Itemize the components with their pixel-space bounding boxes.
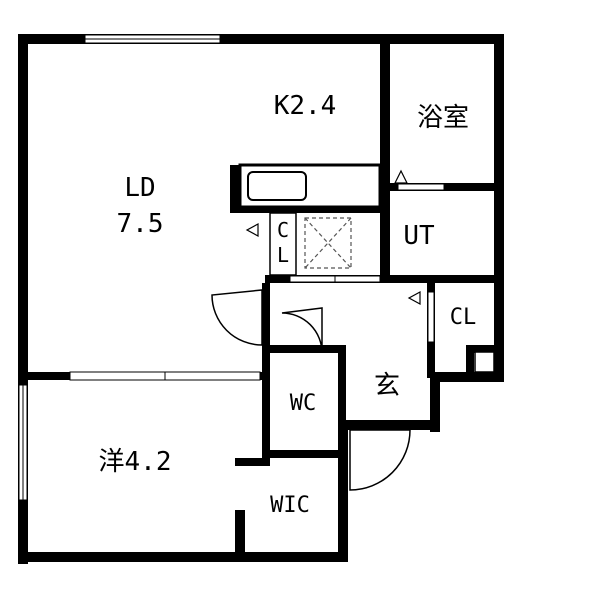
wall-hall-left bbox=[262, 283, 270, 458]
toilet-label: WC bbox=[289, 391, 317, 416]
marker-ut bbox=[394, 169, 408, 184]
storage-box bbox=[474, 351, 495, 373]
door-ld bbox=[211, 289, 263, 346]
wic-label: WIC bbox=[270, 493, 310, 518]
entrance-label: 玄 bbox=[373, 371, 401, 401]
western-room-label: 洋4.2 bbox=[98, 447, 172, 477]
washer-pan bbox=[304, 217, 352, 269]
wall-right bbox=[494, 34, 504, 382]
wall-wic-stub bbox=[235, 510, 245, 562]
door-entrance bbox=[349, 429, 411, 491]
wall-ut-left bbox=[380, 183, 390, 278]
bath-label: 浴室 bbox=[416, 103, 470, 133]
wall-right-step bbox=[430, 372, 504, 382]
wall-storage-top bbox=[466, 345, 494, 353]
cl-small-frame bbox=[269, 212, 297, 276]
wall-kitchen-right bbox=[380, 34, 390, 214]
utility-label: UT bbox=[403, 221, 435, 251]
closet-small-label: C L bbox=[273, 218, 293, 268]
closet-small-line1: C bbox=[276, 218, 290, 242]
sliding-door-cl bbox=[427, 291, 435, 343]
closet-small-line2: L bbox=[276, 243, 290, 267]
wall-wc-top bbox=[262, 345, 346, 353]
wall-counter-bottom bbox=[230, 205, 390, 213]
wall-wc-bottom bbox=[262, 450, 348, 458]
kitchen-label: K2.4 bbox=[273, 91, 337, 121]
wall-bath-bottom bbox=[390, 183, 502, 191]
sliding-door-bath bbox=[397, 183, 445, 191]
marker-cl bbox=[407, 290, 421, 306]
wall-storage-left bbox=[466, 345, 474, 375]
wall-entrance-right bbox=[430, 372, 440, 432]
wall-bedroom-wic bbox=[235, 458, 270, 466]
wall-bottom bbox=[18, 552, 348, 562]
closet-label: CL bbox=[449, 305, 477, 330]
wall-wic-right bbox=[338, 430, 348, 562]
wall-left bbox=[18, 34, 28, 564]
marker-cl-small bbox=[245, 222, 259, 238]
wall-counter-side bbox=[230, 165, 240, 213]
wall-wc-right bbox=[338, 345, 346, 455]
wall-ut-bottom bbox=[265, 275, 502, 283]
door-wc bbox=[281, 307, 323, 354]
sink bbox=[247, 171, 307, 201]
wall-top bbox=[18, 34, 502, 44]
ld-room-name: LD bbox=[124, 173, 156, 203]
ld-room-size: 7.5 bbox=[116, 209, 164, 239]
